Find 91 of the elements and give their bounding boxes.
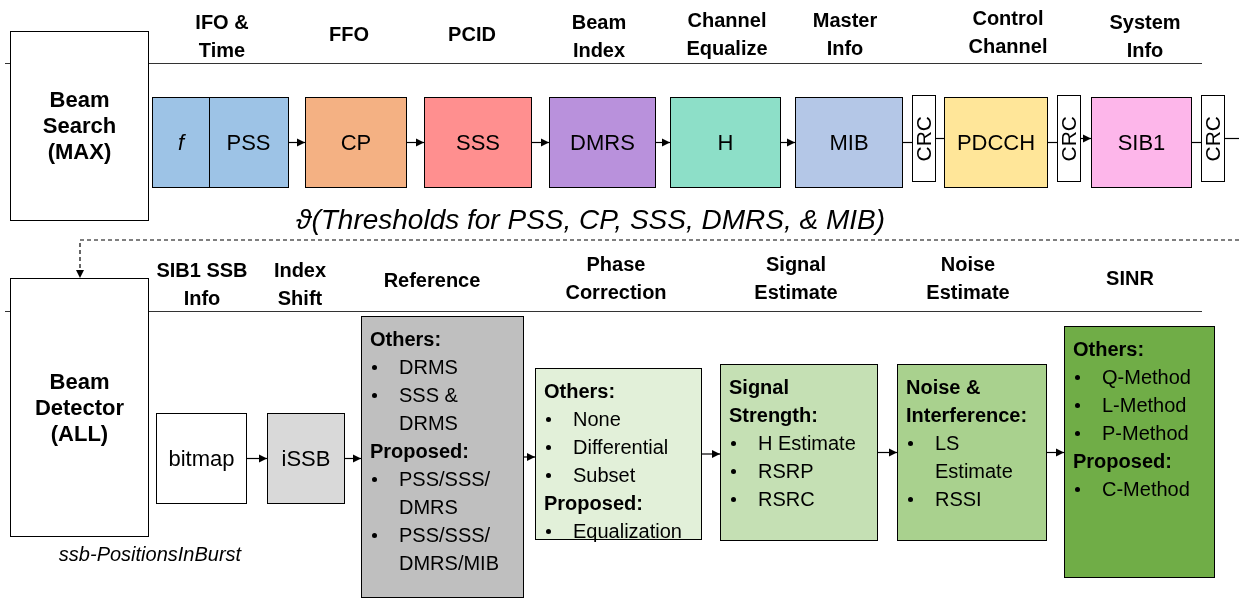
arrow bbox=[1046, 448, 1065, 457]
column-heading: IFO & Time bbox=[194, 10, 250, 63]
column-heading: Beam Index bbox=[570, 10, 628, 63]
box-label: Beam Search (MAX) bbox=[41, 87, 118, 165]
box-label: CRC bbox=[911, 115, 936, 162]
column-heading: PCID bbox=[447, 22, 497, 47]
box-label: SSS bbox=[456, 129, 500, 156]
list-heading: Others: bbox=[544, 379, 617, 404]
process-box bbox=[10, 31, 149, 221]
box-label: f bbox=[177, 129, 185, 156]
block-box bbox=[670, 97, 781, 188]
list-heading: Proposed: bbox=[1073, 449, 1173, 474]
list-item: PSS/SSS/ DMRS bbox=[370, 465, 517, 521]
list-item: L-Method bbox=[1073, 391, 1208, 419]
crc-box bbox=[1057, 95, 1081, 182]
list-heading: Proposed: bbox=[370, 439, 470, 464]
list-item: LS Estimate bbox=[906, 429, 1040, 485]
column-heading: Noise Estimate bbox=[925, 252, 1011, 305]
column-heading: System Info bbox=[1108, 10, 1182, 63]
method-box bbox=[897, 364, 1047, 541]
arrow bbox=[655, 138, 671, 147]
list-heading: Others: bbox=[370, 327, 443, 352]
box-label: CRC bbox=[1056, 115, 1081, 162]
list-item: Subset bbox=[544, 461, 695, 489]
block-box bbox=[944, 97, 1048, 188]
process-box bbox=[10, 278, 149, 537]
crc-box bbox=[1201, 95, 1225, 182]
list-item: P-Method bbox=[1073, 419, 1208, 447]
column-heading: Master Info bbox=[811, 8, 879, 61]
list-heading: Noise & Interference: bbox=[906, 375, 1029, 428]
list-item: Equalization bbox=[544, 517, 695, 545]
box-label: Beam Detector (ALL) bbox=[33, 368, 126, 447]
arrow bbox=[344, 454, 362, 463]
method-box bbox=[720, 364, 878, 541]
caption-text: ssb-PositionsInBurst bbox=[58, 542, 242, 567]
column-heading: SINR bbox=[1105, 266, 1155, 291]
arrow bbox=[531, 138, 550, 147]
arrow bbox=[523, 452, 536, 462]
block-box bbox=[424, 97, 532, 188]
arrow bbox=[701, 449, 721, 459]
box-label: MIB bbox=[829, 129, 869, 156]
method-box bbox=[1064, 326, 1215, 578]
box-label: CRC bbox=[1200, 115, 1225, 162]
block-box bbox=[267, 413, 345, 504]
arrow bbox=[1080, 134, 1092, 143]
list-item: RSSI bbox=[906, 485, 1040, 513]
list-heading: Signal Strength: bbox=[729, 375, 819, 428]
box-label: bitmap bbox=[168, 445, 235, 472]
block-box bbox=[549, 97, 656, 188]
box-label: CP bbox=[340, 129, 372, 156]
block-box bbox=[305, 97, 407, 188]
block-box bbox=[156, 413, 247, 504]
column-heading: FFO bbox=[328, 22, 370, 47]
dashed-arrow bbox=[75, 239, 1239, 279]
column-heading: Channel Equalize bbox=[685, 8, 769, 61]
column-heading: Index Shift bbox=[272, 258, 328, 311]
list-item: None bbox=[544, 405, 695, 433]
column-heading: SIB1 SSB Info bbox=[155, 258, 249, 311]
box-label: DMRS bbox=[570, 129, 635, 156]
method-box bbox=[535, 368, 702, 540]
list-item: PSS/SSS/ DMRS/MIB bbox=[370, 521, 517, 577]
arrow bbox=[406, 138, 425, 147]
list-heading: Others: bbox=[1073, 337, 1146, 362]
arrow bbox=[246, 454, 268, 463]
list-item: Q-Method bbox=[1073, 363, 1208, 391]
arrow bbox=[877, 448, 898, 457]
list-item: RSRC bbox=[729, 485, 871, 513]
list-heading: Proposed: bbox=[544, 491, 644, 516]
list-item: SSS & DRMS bbox=[370, 381, 517, 437]
column-heading: Control Channel bbox=[967, 6, 1049, 59]
list-item: DRMS bbox=[370, 353, 517, 381]
block-box bbox=[1091, 97, 1192, 188]
column-heading: Signal Estimate bbox=[753, 252, 839, 305]
column-heading: Phase Correction bbox=[564, 252, 668, 305]
method-box bbox=[361, 316, 524, 598]
column-heading: Reference bbox=[382, 268, 482, 293]
block-box bbox=[795, 97, 903, 188]
box-label: SIB1 bbox=[1117, 129, 1166, 156]
list-item: RSRP bbox=[729, 457, 871, 485]
box-label: H bbox=[717, 129, 734, 156]
crc-box bbox=[912, 95, 936, 182]
arrow bbox=[780, 138, 796, 147]
block-box bbox=[208, 97, 289, 188]
list-item: H Estimate bbox=[729, 429, 871, 457]
box-label: PDCCH bbox=[956, 129, 1036, 156]
arrow bbox=[288, 138, 306, 147]
box-label: iSSB bbox=[281, 445, 331, 472]
block-box bbox=[152, 97, 210, 188]
box-label: PSS bbox=[226, 129, 271, 156]
list-item: C-Method bbox=[1073, 475, 1208, 503]
list-item: Differential bbox=[544, 433, 695, 461]
